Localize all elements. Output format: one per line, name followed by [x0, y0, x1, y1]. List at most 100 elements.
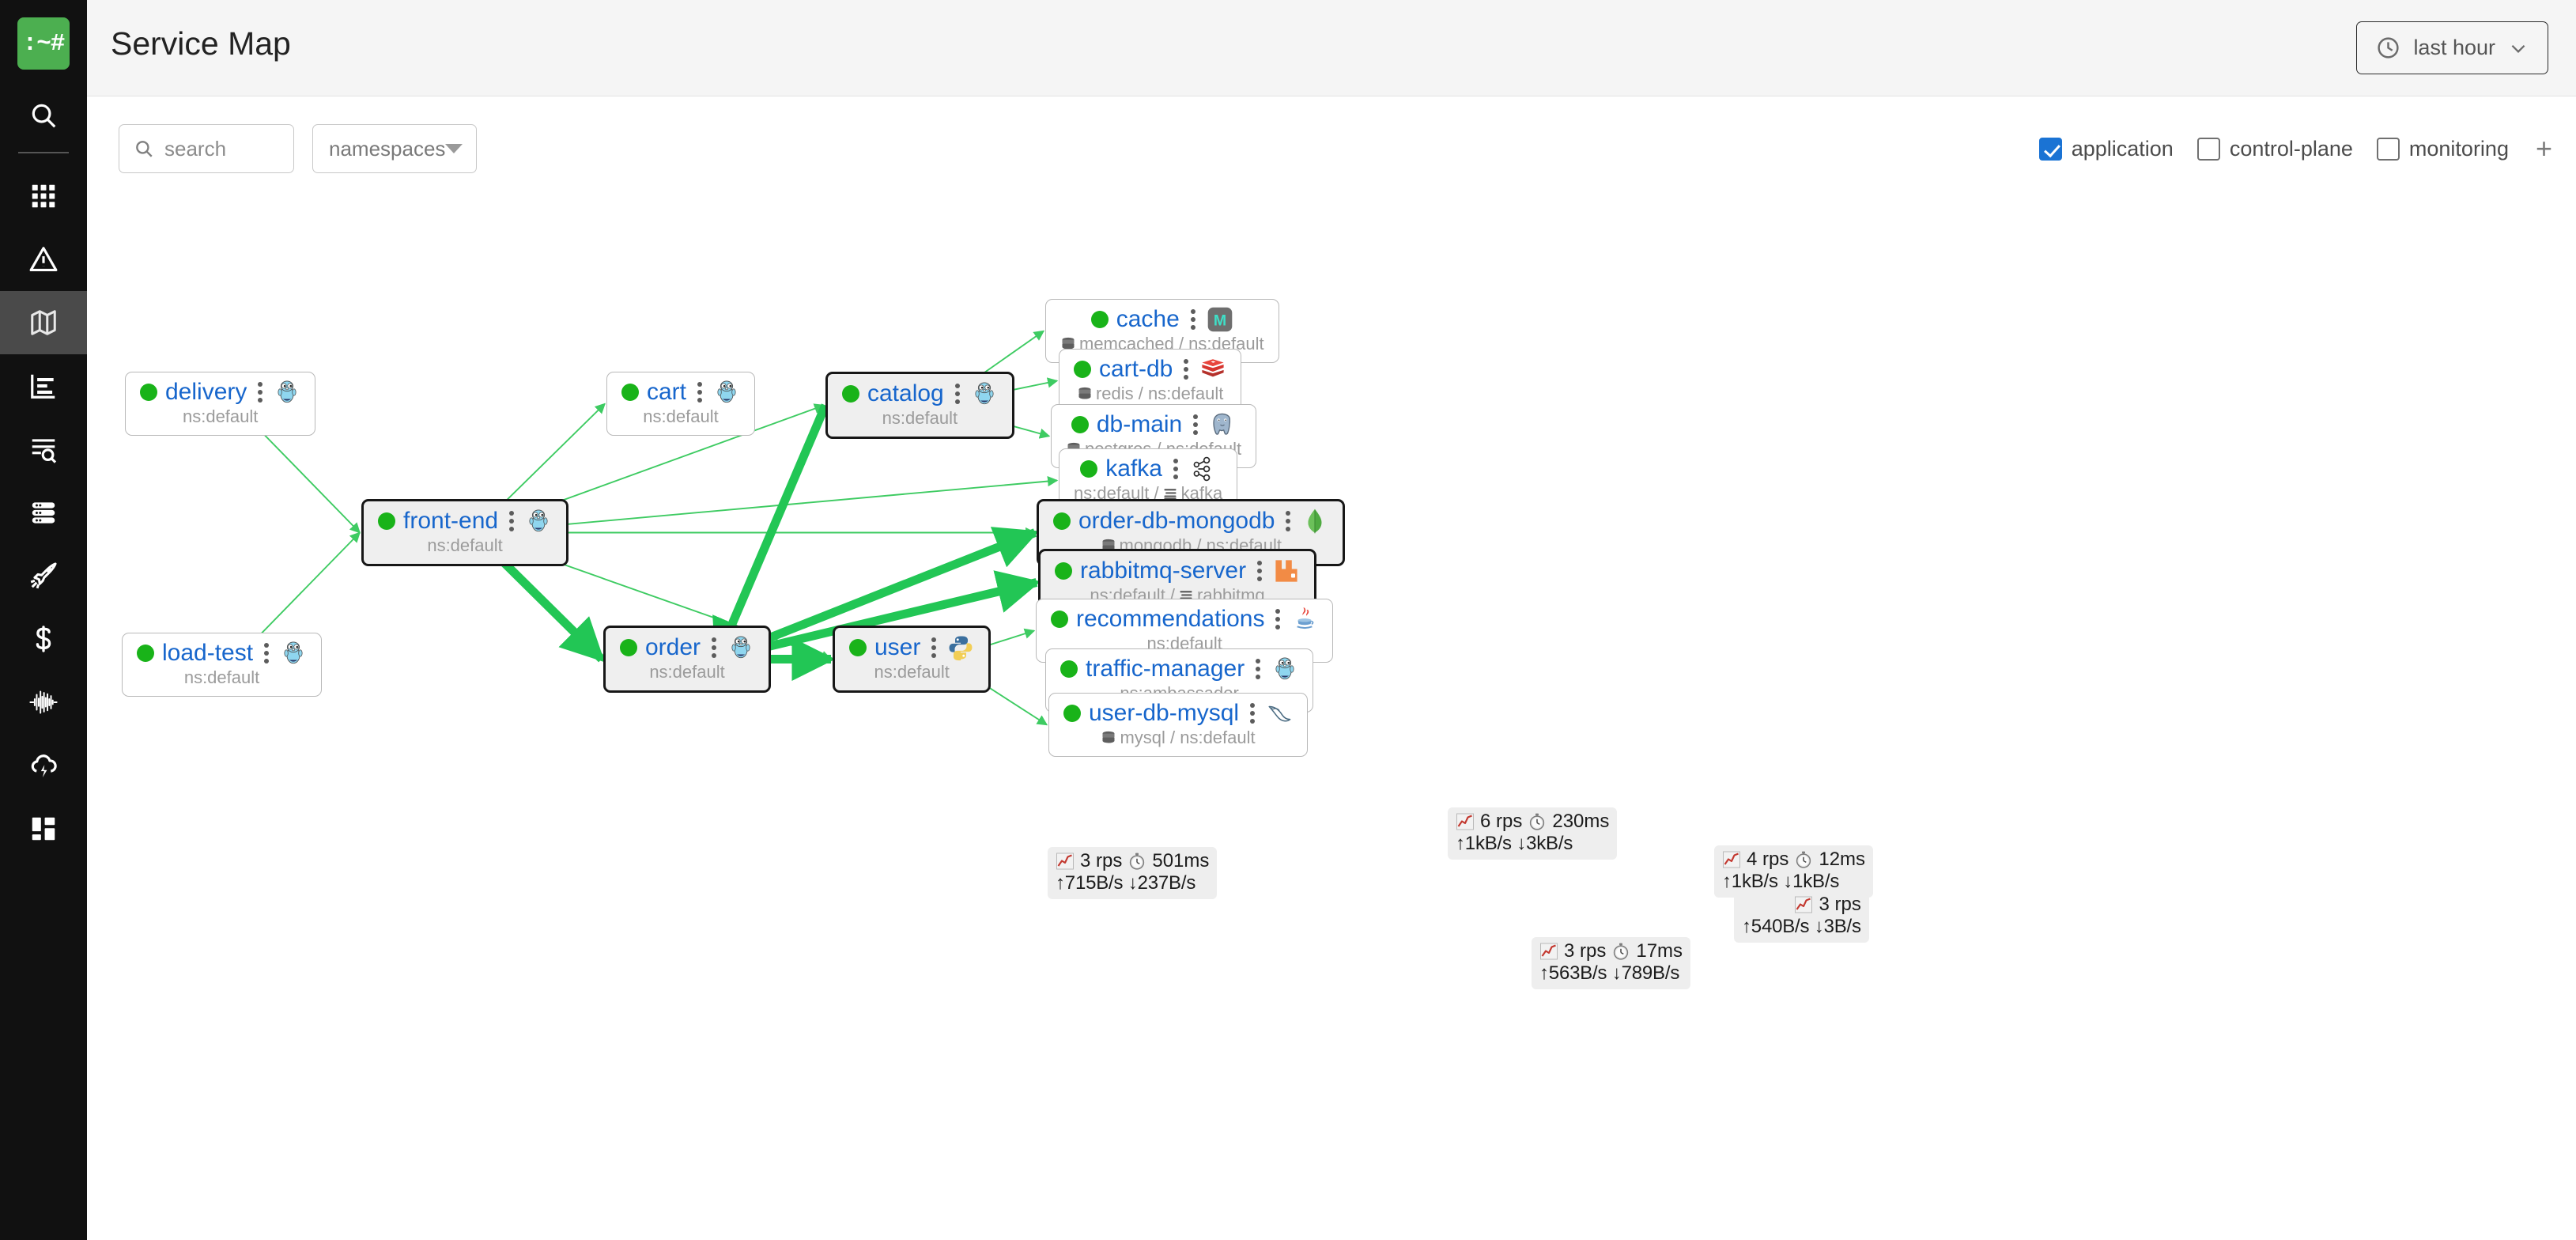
checkbox-application[interactable]: [2038, 137, 2062, 161]
node-name: user-db-mysql: [1089, 700, 1240, 727]
node-subtitle: ns:default: [882, 408, 958, 428]
go-gopher-icon: [1275, 657, 1294, 680]
sidebar-item-cost[interactable]: [0, 607, 87, 671]
search-box[interactable]: [119, 124, 294, 173]
service-node-front-end[interactable]: front-end ns:default: [361, 499, 569, 566]
node-name: traffic-manager: [1086, 656, 1245, 682]
database-icon: [1062, 337, 1075, 350]
node-menu-button[interactable]: [1285, 511, 1291, 531]
edge-rps: 3 rps: [1819, 894, 1861, 915]
node-menu-button[interactable]: [1183, 359, 1189, 380]
service-node-cart[interactable]: cart ns:default: [606, 372, 756, 436]
status-dot: [1051, 611, 1068, 628]
node-menu-button[interactable]: [711, 637, 717, 658]
service-node-order[interactable]: order ns:default: [603, 626, 772, 693]
edge-throughput-down: ↓237B/s: [1127, 872, 1196, 894]
sidebar-item-log-search[interactable]: [0, 418, 87, 481]
service-node-delivery[interactable]: delivery ns:default: [125, 372, 316, 436]
service-node-load-test[interactable]: load-test ns:default: [122, 633, 323, 697]
checkbox-control-plane[interactable]: [2196, 137, 2220, 161]
mysql-dolphin-icon: [1268, 705, 1291, 722]
service-node-catalog[interactable]: catalog ns:default: [825, 372, 1014, 439]
filter-application[interactable]: application: [2038, 137, 2174, 161]
search-icon: [32, 104, 56, 128]
node-menu-button[interactable]: [508, 511, 515, 531]
node-menu-button[interactable]: [697, 382, 703, 403]
edge-throughput-up: ↑563B/s: [1539, 962, 1607, 985]
go-gopher-icon: [278, 380, 297, 403]
map-icon: [31, 310, 56, 335]
filter-label-control-plane: control-plane: [2229, 136, 2353, 161]
status-dot: [140, 384, 157, 401]
sidebar-item-cloud[interactable]: [0, 734, 87, 797]
node-menu-button[interactable]: [954, 384, 961, 404]
sidebar-item-search[interactable]: [0, 84, 87, 147]
node-header: user-db-mysql: [1063, 700, 1293, 727]
service-node-user[interactable]: user ns:default: [833, 626, 991, 693]
node-menu-button[interactable]: [257, 382, 263, 403]
sidebar-item-service-map[interactable]: [0, 291, 87, 354]
service-node-user-db-mysql[interactable]: user-db-mysql mysql / ns:default: [1048, 693, 1309, 757]
add-filter-button[interactable]: +: [2535, 132, 2552, 164]
sidebar-item-dashboard[interactable]: [0, 164, 87, 228]
sidebar-item-infrastructure[interactable]: [0, 481, 87, 544]
sparkline-icon: [1456, 813, 1474, 830]
checkbox-monitoring[interactable]: [2376, 137, 2400, 161]
edge-label-user-mongo: 3 rps ↑540B/s ↓3B/s: [1734, 890, 1869, 943]
sidebar-item-layout[interactable]: [0, 797, 87, 860]
node-name: recommendations: [1076, 606, 1265, 633]
mongodb-leaf-icon: [1308, 508, 1322, 534]
python-icon: [949, 636, 973, 661]
node-menu-button[interactable]: [263, 643, 270, 663]
go-gopher-icon: [284, 641, 303, 664]
node-menu-button[interactable]: [1275, 609, 1281, 629]
sidebar-item-traces[interactable]: [0, 671, 87, 734]
stopwatch-icon: [1614, 943, 1629, 960]
node-header: rabbitmq-server: [1055, 558, 1300, 584]
sparkline-icon: [1723, 851, 1740, 868]
filter-control-plane[interactable]: control-plane: [2196, 136, 2353, 161]
map-toolbar: namespaces application control-plane mon…: [87, 96, 2576, 176]
sidebar-item-reports[interactable]: [0, 354, 87, 418]
namespaces-select[interactable]: namespaces: [312, 124, 477, 173]
sparkline-icon: [1540, 943, 1558, 960]
node-menu-button[interactable]: [1190, 309, 1196, 330]
bar-chart-icon: [31, 374, 55, 399]
namespaces-label: namespaces: [329, 136, 446, 161]
status-dot: [1090, 311, 1109, 328]
service-map-canvas[interactable]: delivery ns:default load-test: [87, 176, 2576, 1240]
time-range-picker[interactable]: last hour: [2356, 21, 2548, 74]
edge-throughput-up: ↑715B/s: [1056, 872, 1124, 894]
search-input[interactable]: [164, 136, 279, 161]
server-stack-icon: [32, 502, 55, 524]
stopwatch-icon: [1130, 852, 1145, 870]
pulse-waveform-icon: [29, 690, 58, 714]
node-header: cart: [621, 379, 740, 406]
search-icon: [136, 141, 153, 157]
node-meta: ns:default: [874, 662, 949, 682]
app-logo[interactable]: :~#: [17, 17, 70, 70]
node-menu-button[interactable]: [1192, 414, 1199, 435]
page-title: Service Map: [111, 25, 291, 62]
stopwatch-icon: [1530, 813, 1545, 830]
go-gopher-icon: [975, 382, 994, 405]
filter-monitoring[interactable]: monitoring: [2376, 137, 2509, 161]
node-meta: ns:default: [427, 535, 502, 556]
node-menu-button[interactable]: [1173, 459, 1179, 479]
node-meta: mysql / ns:default: [1101, 728, 1256, 748]
node-header: load-test: [137, 640, 307, 667]
sidebar-item-deployments[interactable]: [0, 544, 87, 607]
edge-catalog-to-order[interactable]: [712, 403, 830, 663]
edge-label-catalog-order: 6 rps 230ms ↑1kB/s ↓3kB/s: [1448, 807, 1618, 860]
node-name: order-db-mongodb: [1078, 508, 1275, 535]
warning-triangle-icon: [29, 247, 58, 272]
edge-front-end-to-kafka[interactable]: [473, 475, 1059, 534]
status-dot: [1063, 705, 1081, 722]
service-node-cart-db[interactable]: cart-db redis / ns:default: [1059, 349, 1242, 413]
sidebar-item-alerts[interactable]: [0, 228, 87, 291]
node-menu-button[interactable]: [1256, 561, 1263, 581]
status-dot: [137, 645, 154, 662]
node-menu-button[interactable]: [1249, 703, 1256, 724]
node-menu-button[interactable]: [931, 637, 937, 658]
node-menu-button[interactable]: [1255, 659, 1261, 679]
